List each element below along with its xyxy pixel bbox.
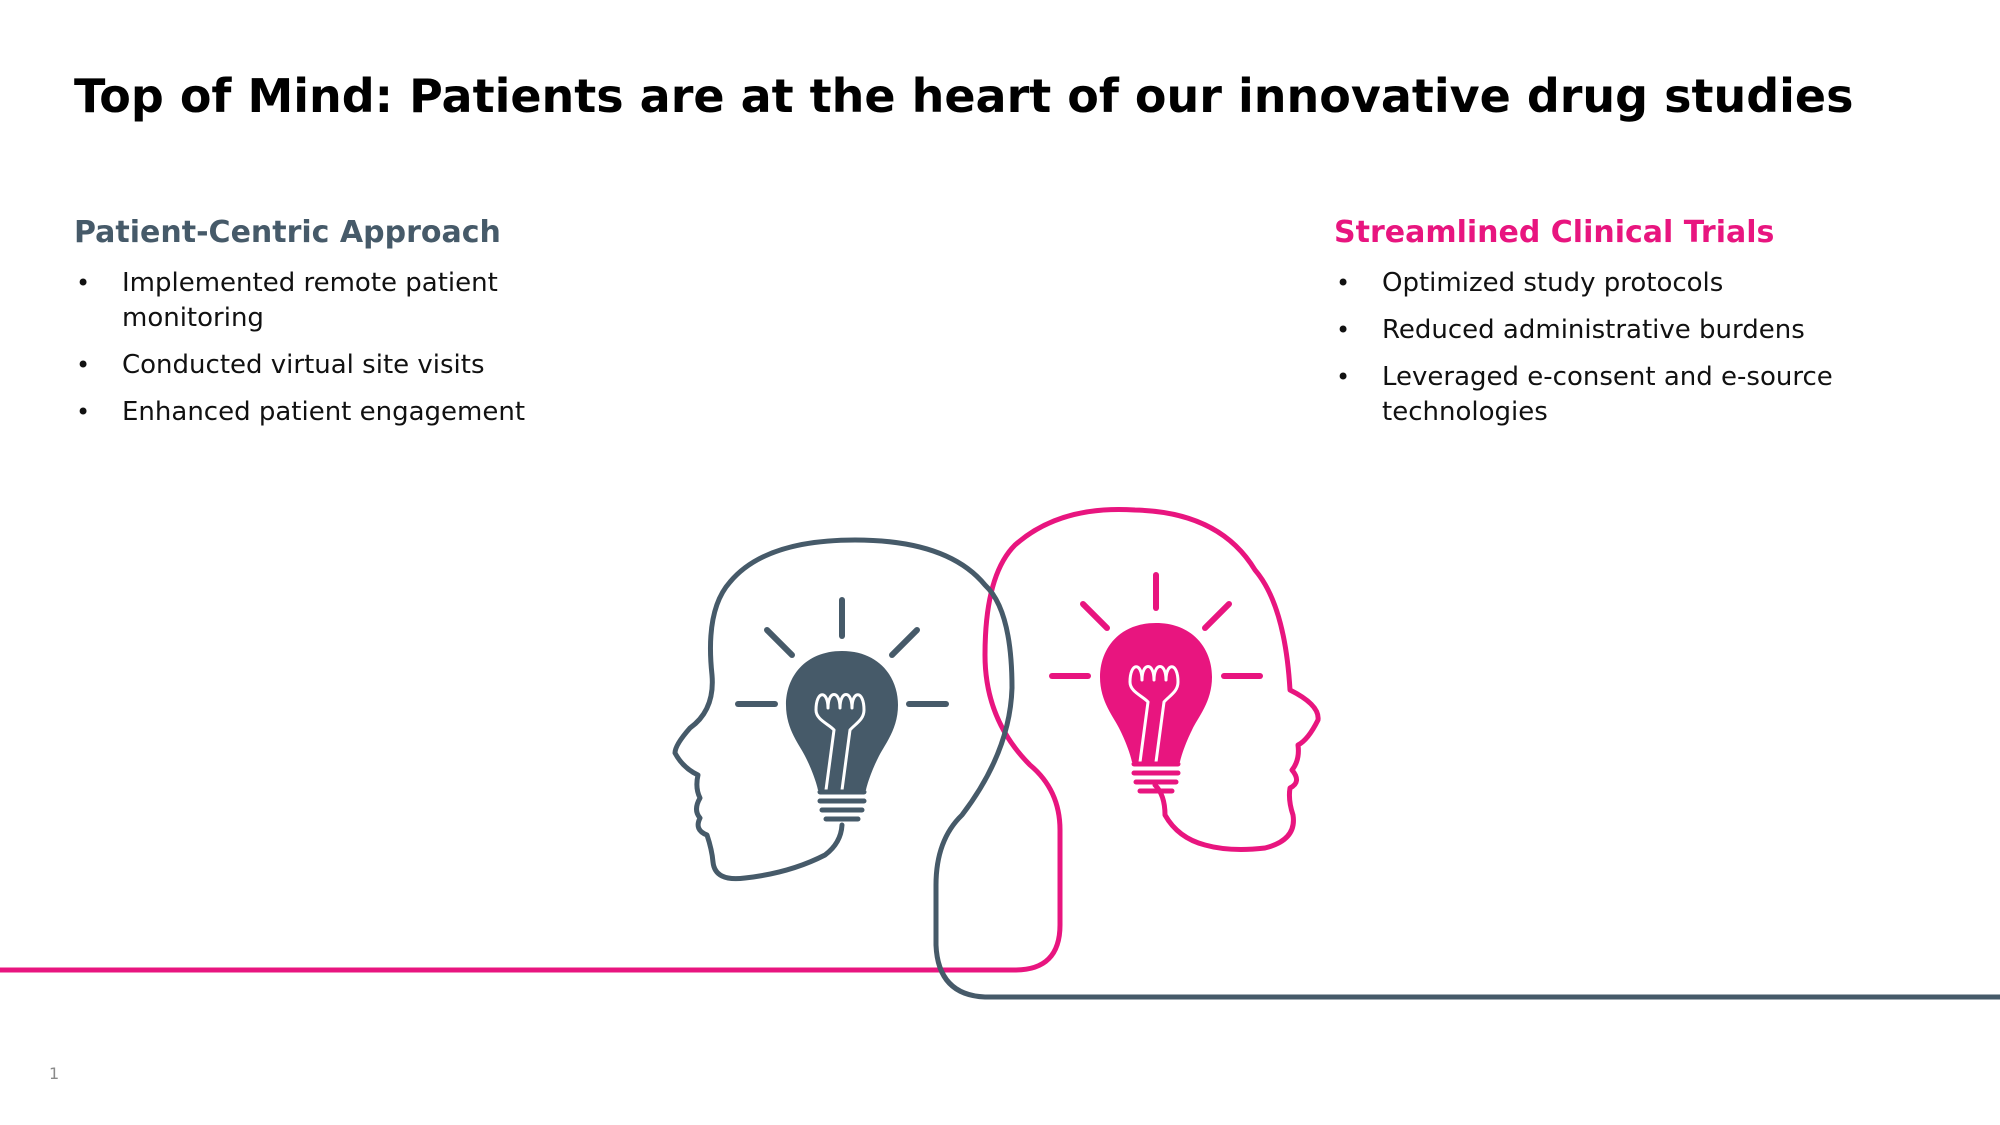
streamlined-trials-heading: Streamlined Clinical Trials <box>1334 215 1775 250</box>
bullet-text: Conducted virtual site visits <box>122 350 485 380</box>
bullet-item: • Enhanced patient engagement <box>74 395 634 430</box>
bullet-icon: • <box>1336 363 1351 391</box>
bullet-text: Enhanced patient engagement <box>122 397 526 427</box>
bullet-item: • Leveraged e-consent and e-source techno… <box>1334 360 1934 430</box>
bullet-item: • Implemented remote patient monitoring <box>74 266 634 336</box>
bullet-item: • Optimized study protocols <box>1334 266 1934 301</box>
bullet-icon: • <box>76 398 91 426</box>
bullet-icon: • <box>1336 316 1351 344</box>
bullet-icon: • <box>76 351 91 379</box>
bullet-item: • Conducted virtual site visits <box>74 348 634 383</box>
lightbulb-slate-icon <box>735 597 949 822</box>
streamlined-trials-column: Streamlined Clinical Trials • Optimized s… <box>1334 208 1934 442</box>
bullet-text: Leveraged e-consent and e-source technol… <box>1382 362 1833 427</box>
patient-centric-heading: Patient-Centric Approach <box>74 215 501 250</box>
page-number: 1 <box>49 1064 60 1083</box>
lightbulb-pink-icon <box>1049 572 1263 794</box>
bullet-text: Reduced administrative burdens <box>1382 315 1805 345</box>
patient-centric-bullets: • Implemented remote patient monitoring •… <box>74 266 634 430</box>
bullet-item: • Reduced administrative burdens <box>1334 313 1934 348</box>
bullet-icon: • <box>1336 269 1351 297</box>
bullet-icon: • <box>76 269 91 297</box>
streamlined-trials-bullets: • Optimized study protocols • Reduced admi… <box>1334 266 1934 430</box>
bullet-text: Optimized study protocols <box>1382 268 1724 298</box>
bullet-text: Implemented remote patient monitoring <box>122 268 498 333</box>
head-outline-slate-icon <box>672 537 2000 1000</box>
head-outline-pink-icon <box>0 506 1321 973</box>
patient-centric-column: Patient-Centric Approach • Implemented re… <box>74 208 634 442</box>
slide-title: Top of Mind: Patients are at the heart o… <box>74 69 1854 123</box>
